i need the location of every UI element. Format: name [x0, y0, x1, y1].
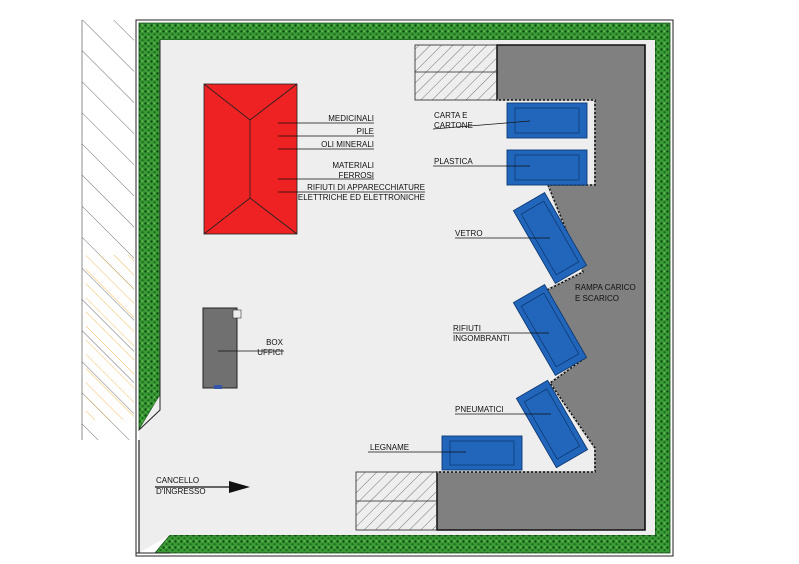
container-plastica	[506, 149, 588, 186]
stairs-top	[414, 44, 498, 101]
hazardous-waste-shed	[203, 83, 298, 235]
container-legname	[441, 435, 523, 471]
label-rampa-2: E SCARICO	[575, 294, 619, 303]
label-cancello-2: D'INGRESSO	[156, 487, 206, 496]
label-carta-1: CARTA E	[434, 111, 468, 120]
label-ingombranti-1: RIFIUTI	[453, 324, 481, 333]
label-pneumatici: PNEUMATICI	[455, 405, 504, 414]
label-vetro: VETRO	[455, 229, 483, 238]
label-box-2: UFFICI	[257, 348, 283, 357]
label-legname: LEGNAME	[370, 443, 409, 452]
label-box-1: BOX	[266, 338, 284, 347]
office-box	[202, 307, 242, 389]
container-ingombranti	[512, 284, 588, 376]
label-plastica: PLASTICA	[434, 157, 473, 166]
label-cancello-1: CANCELLO	[156, 476, 199, 485]
entrance-arrow	[155, 481, 250, 493]
label-materiali-1: MATERIALI	[332, 161, 374, 170]
label-rampa-1: RAMPA CARICO	[575, 283, 636, 292]
exterior-strip	[81, 20, 134, 440]
label-medicinali: MEDICINALI	[328, 114, 374, 123]
label-carta-2: CARTONE	[434, 121, 473, 130]
label-ingombranti-2: INGOMBRANTI	[453, 334, 509, 343]
label-raee-2: ELETTRICHE ED ELETTRONICHE	[298, 193, 425, 202]
label-pile: PILE	[357, 127, 374, 136]
container-pneumatici	[515, 379, 589, 469]
leader-lines	[218, 120, 551, 453]
label-oli-minerali: OLI MINERALI	[321, 140, 374, 149]
label-raee-1: RIFIUTI DI APPARECCHIATURE	[307, 183, 425, 192]
label-materiali-2: FERROSI	[338, 171, 374, 180]
container-carta	[506, 102, 588, 139]
